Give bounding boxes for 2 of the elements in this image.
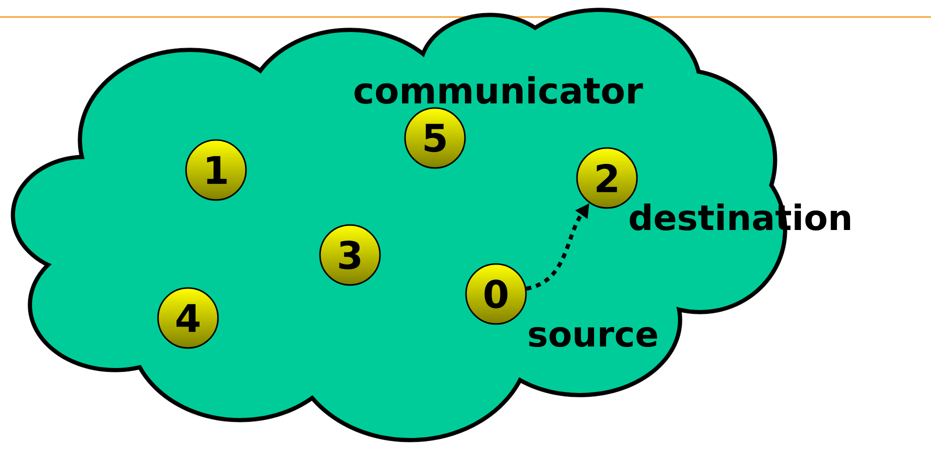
title-text: communicator — [354, 76, 643, 104]
node-label: source — [529, 326, 658, 348]
